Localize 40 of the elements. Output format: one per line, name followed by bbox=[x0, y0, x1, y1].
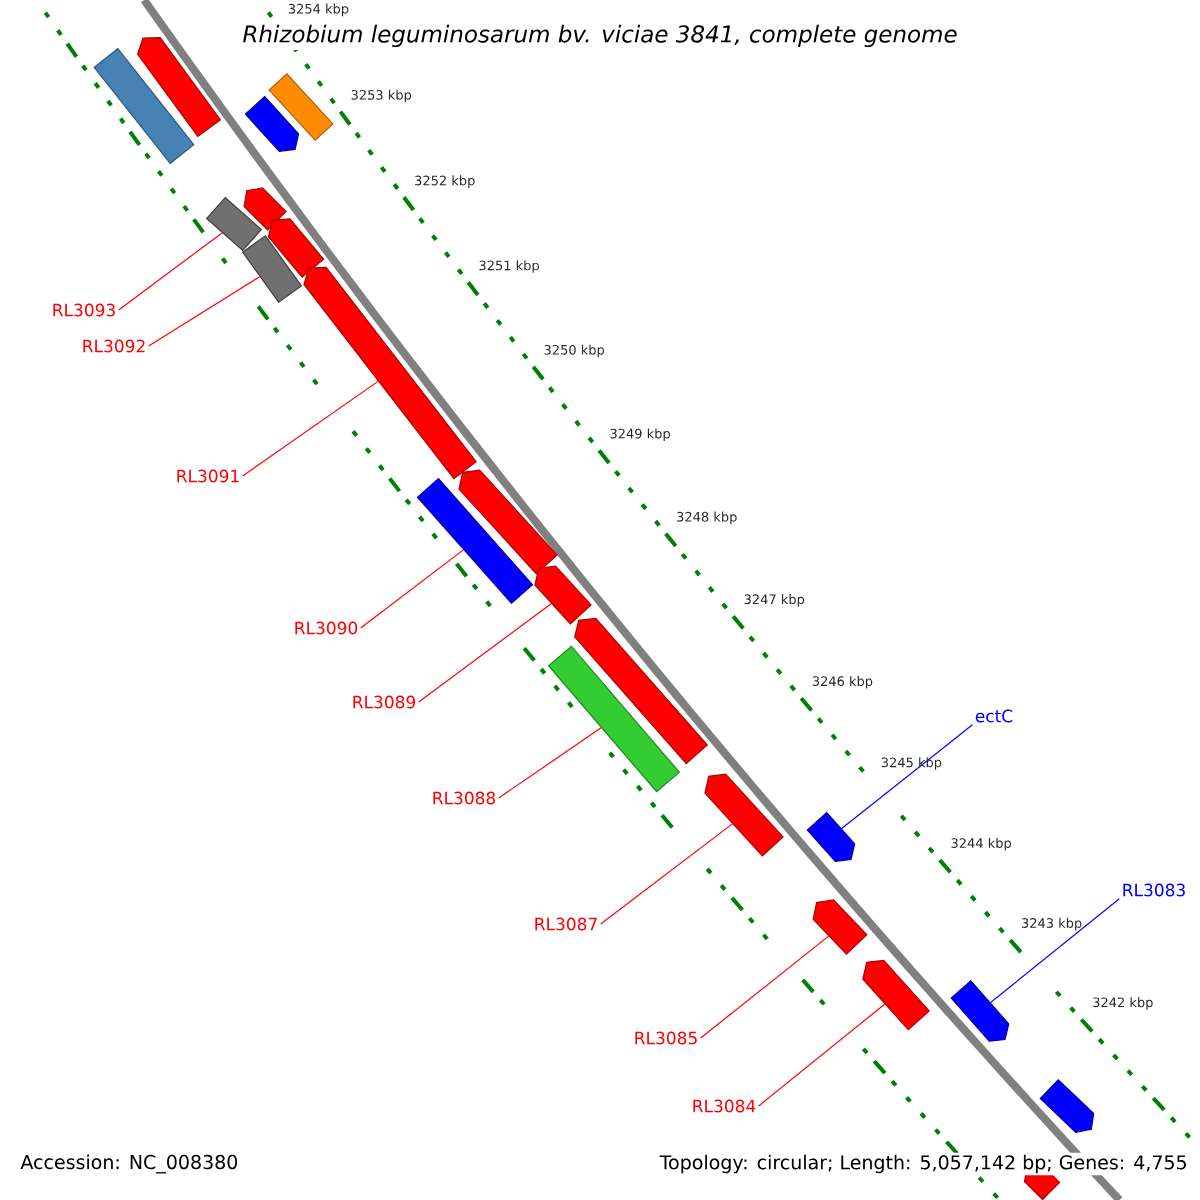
leader-line bbox=[242, 380, 379, 477]
title: Rhizobium leguminosarum bv. viciae 3841, complete genome bbox=[239, 21, 961, 51]
gene-label: RL3089 bbox=[353, 695, 416, 709]
gene-block bbox=[862, 959, 930, 1031]
leader-line bbox=[990, 898, 1120, 1004]
gene-block bbox=[806, 811, 856, 862]
leader-line bbox=[418, 603, 552, 703]
leader-line bbox=[148, 276, 261, 347]
genome-info-text: Topology: circular; Length: 5,057,142 bp; Genes: 4,755 bbox=[657, 1152, 1190, 1176]
gene-label: RL3093 bbox=[53, 303, 115, 317]
leader-line bbox=[600, 823, 733, 925]
leader-line bbox=[118, 232, 223, 311]
gene-block bbox=[534, 565, 592, 625]
gene-block bbox=[243, 187, 287, 231]
gene-block bbox=[303, 266, 477, 480]
gene-block bbox=[950, 980, 1010, 1042]
leader-line bbox=[700, 935, 830, 1039]
gene-label: ectC bbox=[975, 709, 1013, 723]
gene-block bbox=[136, 37, 222, 138]
gene-label: RL3090 bbox=[295, 621, 358, 635]
gene-label: RL3092 bbox=[83, 339, 145, 353]
leader-line bbox=[498, 727, 602, 799]
gene-label: RL3084 bbox=[693, 1099, 756, 1113]
gene-block bbox=[812, 899, 868, 955]
gene-block bbox=[574, 617, 709, 765]
gene-bar bbox=[268, 73, 334, 141]
leader-line bbox=[360, 549, 464, 629]
gene-label: RL3091 bbox=[177, 469, 239, 483]
accession-text: Accession: NC_008380 bbox=[18, 1152, 241, 1176]
gene-label: RL3088 bbox=[433, 791, 496, 805]
leader-line bbox=[758, 1003, 886, 1107]
gene-block bbox=[244, 95, 300, 152]
gene-label: RL3083 bbox=[1123, 883, 1185, 897]
gene-block bbox=[458, 469, 558, 575]
leader-line bbox=[841, 724, 974, 830]
gene-block bbox=[267, 218, 325, 279]
gene-block bbox=[1039, 1078, 1095, 1133]
gene-label: RL3085 bbox=[635, 1031, 697, 1045]
gene-label: RL3087 bbox=[535, 917, 597, 931]
gene-block bbox=[704, 773, 784, 857]
